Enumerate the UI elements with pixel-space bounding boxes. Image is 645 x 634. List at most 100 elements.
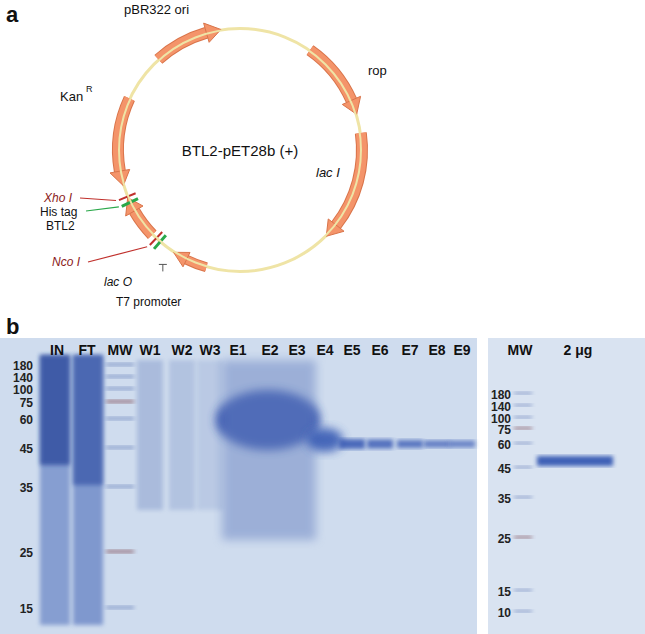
marker-size: 15 [498,586,511,598]
elution-band [397,440,423,448]
laci-arrow-head [326,219,344,236]
ladder-band [514,416,532,419]
lane-label: MW [508,343,533,357]
wash-lane [137,360,163,510]
lane-label: E9 [453,343,470,357]
wash-lane [197,360,223,510]
wash-lane [169,360,195,510]
marker-size: 140 [13,372,33,384]
marker-size: 75 [20,397,33,409]
operator-label: lac O [104,276,132,288]
ladder-band [514,392,532,395]
lane-label: E1 [229,343,246,357]
kan-arrow-head [110,169,130,185]
ladder-band [106,485,134,488]
panel-letter: a [6,4,18,26]
flowthrough-lane [73,355,103,485]
ladder-band [106,550,134,553]
lane-label: E4 [316,343,333,357]
lane-label: MW [108,343,133,357]
plasmid-map [80,23,362,272]
ladder-band [514,442,532,445]
gel-right [488,338,645,634]
gene-label: BTL2 [46,220,75,232]
lane-label: E7 [401,343,418,357]
plasmid-backbone [118,28,362,272]
ladder-band [106,606,134,609]
purified-band [537,456,613,466]
ladder-band [106,417,134,420]
marker-size: 100 [13,384,33,396]
marker-size: 10 [498,607,511,619]
ladder-band [514,496,532,499]
marker-size: 180 [13,360,33,372]
ladder-band [514,404,532,407]
lane-label: FT [78,343,95,357]
elution-band [367,440,393,449]
marker-size: 45 [498,463,511,475]
his-leader [86,207,119,211]
circle-outline [119,29,361,271]
marker-size: 45 [20,443,33,455]
tag-label: His tag [40,206,77,218]
marker-size: 25 [20,547,33,559]
restriction-site: Nco I [52,256,80,268]
ladder-band [514,610,532,613]
marker-size: 35 [20,482,33,494]
superscript: R [86,85,93,94]
rop-arrow-outline [310,50,351,100]
panel-letter: b [6,316,19,338]
plasmid-circle: BTL2-pET28b (+) [118,28,362,272]
sds-page-gel [0,338,645,634]
lane-label: 2 μg [564,343,593,357]
promoter-label: T7 promoter [116,296,181,308]
gene-label: rop [368,64,387,77]
ladder-band [514,427,532,430]
lane-label: E2 [261,343,278,357]
ladder-band [106,446,134,449]
elution-smear [222,360,316,540]
marker-size: 75 [498,424,511,436]
nco-leader [88,247,147,262]
elution-band [449,441,475,448]
lane-label: E5 [343,343,360,357]
input-lane [40,355,70,465]
lane-label: E8 [428,343,445,357]
lane-label: W1 [140,343,161,357]
gene-label: lac I [316,166,340,179]
ladder-band [106,363,134,366]
flowthrough-lane [73,355,103,625]
elution-band [339,439,365,449]
lane-label: E3 [288,343,305,357]
lane-label: W2 [172,343,193,357]
ladder-band [106,387,134,390]
marker-size: 180 [491,389,511,401]
gel-left [0,338,477,634]
xho-leader [80,198,116,201]
rop-arrow [310,50,351,100]
gene-label: Kan [60,90,83,103]
input-lane [40,355,70,625]
ladder-band [514,536,532,539]
ladder-band [514,589,532,592]
marker-size: 35 [498,493,511,505]
ladder-band [106,375,134,378]
marker-size: 60 [498,439,511,451]
elution-band [424,441,450,448]
marker-size: 25 [498,533,511,545]
restriction-site: Xho I [44,192,72,204]
lane-label: IN [50,343,64,357]
elution-band [307,428,343,452]
lane-label: E6 [371,343,388,357]
plasmid-name: BTL2-pET28b (+) [182,142,298,159]
lane-label: W3 [200,343,221,357]
ladder-band [514,466,532,469]
marker-size: 140 [491,401,511,413]
gene-label: pBR322 ori [124,3,189,16]
marker-size: 60 [20,414,33,426]
terminator-symbol [159,264,167,271]
marker-size: 15 [20,603,33,615]
ladder-band [106,400,134,403]
